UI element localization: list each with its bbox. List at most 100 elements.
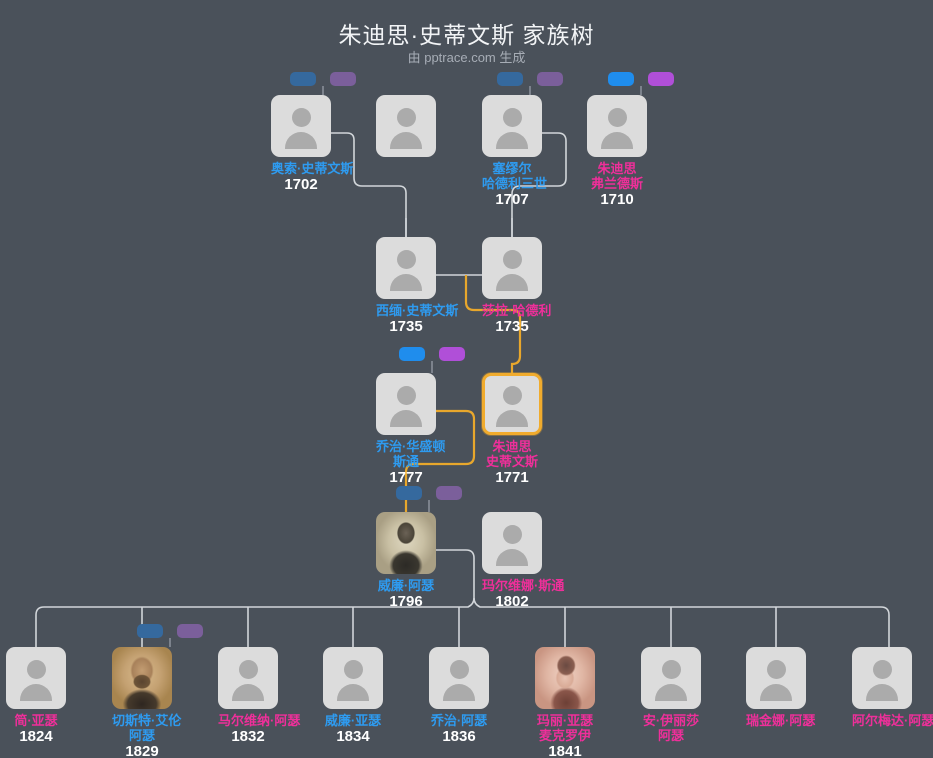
avatar-shoulders-icon <box>655 684 687 701</box>
person-avatar-placeholder-icon <box>376 373 436 435</box>
person-birth-year: 1710 <box>600 191 634 208</box>
avatar-shoulders-icon <box>390 132 422 149</box>
avatar-head-icon <box>396 108 416 127</box>
gender-badge-pair[interactable] <box>608 72 674 86</box>
person-photo <box>112 647 172 709</box>
person-name: 莎拉·哈德利 <box>482 303 552 318</box>
male-badge-icon <box>290 72 316 86</box>
female-badge-icon <box>436 486 462 500</box>
person-birth-year: 1802 <box>495 593 529 610</box>
person-name: 阿瑟 <box>657 728 684 743</box>
person-avatar-placeholder-icon <box>376 95 436 157</box>
person-name: 玛尔维娜·斯通 <box>482 578 565 593</box>
gender-badge-pair[interactable] <box>497 72 563 86</box>
person-photo <box>535 647 595 709</box>
male-badge-icon <box>608 72 634 86</box>
avatar-shoulders-icon <box>496 549 528 566</box>
person-birth-year: 1735 <box>495 318 529 335</box>
avatar-shoulders-icon <box>866 684 898 701</box>
person-birth-year: 1829 <box>125 743 159 758</box>
person-node[interactable] <box>376 95 436 157</box>
avatar-head-icon <box>661 660 681 679</box>
person-name: 塞缪尔 <box>492 161 532 176</box>
avatar-shoulders-icon <box>390 410 422 427</box>
person-birth-year: 1824 <box>19 728 53 745</box>
person-name: 阿瑟 <box>128 728 155 743</box>
person-avatar-placeholder-icon <box>482 237 542 299</box>
avatar-shoulders-icon <box>496 410 528 427</box>
person-birth-year: 1834 <box>336 728 370 745</box>
gender-badge-pair[interactable] <box>290 72 356 86</box>
gender-badge-pair[interactable] <box>399 347 465 361</box>
person-name: 斯通 <box>392 454 419 469</box>
person-name: 马尔维纳·阿瑟 <box>218 713 301 728</box>
avatar-shoulders-icon <box>496 132 528 149</box>
female-badge-icon <box>330 72 356 86</box>
avatar-shoulders-icon <box>601 132 633 149</box>
person-avatar-placeholder-icon <box>746 647 806 709</box>
avatar-shoulders-icon <box>20 684 52 701</box>
gender-badge-pair[interactable] <box>137 624 203 638</box>
avatar-head-icon <box>343 660 363 679</box>
female-badge-icon <box>177 624 203 638</box>
page-title: 朱迪思·史蒂文斯 家族树 <box>338 22 595 48</box>
avatar-shoulders-icon <box>496 274 528 291</box>
person-name: 玛丽·亚瑟 <box>536 713 594 728</box>
person-avatar-placeholder-icon <box>641 647 701 709</box>
person-avatar-placeholder-icon <box>271 95 331 157</box>
person-avatar-placeholder-icon <box>376 237 436 299</box>
person-name: 哈德利三世 <box>482 176 548 191</box>
person-birth-year: 1735 <box>389 318 423 335</box>
male-badge-icon <box>137 624 163 638</box>
avatar-head-icon <box>396 386 416 405</box>
person-name: 阿尔梅达·阿瑟 <box>852 713 933 728</box>
person-birth-year: 1702 <box>284 176 318 193</box>
person-avatar-placeholder-icon <box>482 373 542 435</box>
person-photo <box>376 512 436 574</box>
person-avatar-placeholder-icon <box>852 647 912 709</box>
person-node[interactable]: 瑞金娜·阿瑟 <box>746 647 816 728</box>
person-name: 瑞金娜·阿瑟 <box>746 713 816 728</box>
avatar-head-icon <box>502 386 522 405</box>
avatar-head-icon <box>502 250 522 269</box>
person-avatar-placeholder-icon <box>429 647 489 709</box>
person-birth-year: 1796 <box>389 593 423 610</box>
person-avatar-placeholder-icon <box>587 95 647 157</box>
person-node[interactable]: 阿尔梅达·阿瑟 <box>852 647 933 728</box>
avatar-head-icon <box>607 108 627 127</box>
avatar-shoulders-icon <box>232 684 264 701</box>
person-name: 西缅·史蒂文斯 <box>376 303 459 318</box>
person-name: 奥索·史蒂文斯 <box>271 161 354 176</box>
person-avatar-placeholder-icon <box>218 647 278 709</box>
avatar-shoulders-icon <box>285 132 317 149</box>
person-name: 乔治·华盛顿 <box>376 439 446 454</box>
person-birth-year: 1841 <box>548 743 582 758</box>
lineage-link <box>436 549 475 598</box>
avatar-head-icon <box>502 108 522 127</box>
female-badge-icon <box>648 72 674 86</box>
avatar-head-icon <box>872 660 892 679</box>
person-node[interactable]: 安·伊丽莎阿瑟 <box>641 647 701 743</box>
male-badge-icon <box>399 347 425 361</box>
person-avatar-placeholder-icon <box>6 647 66 709</box>
person-name: 安·伊丽莎 <box>642 713 700 728</box>
person-avatar-placeholder-icon <box>482 512 542 574</box>
gender-badge-pair[interactable] <box>396 486 462 500</box>
